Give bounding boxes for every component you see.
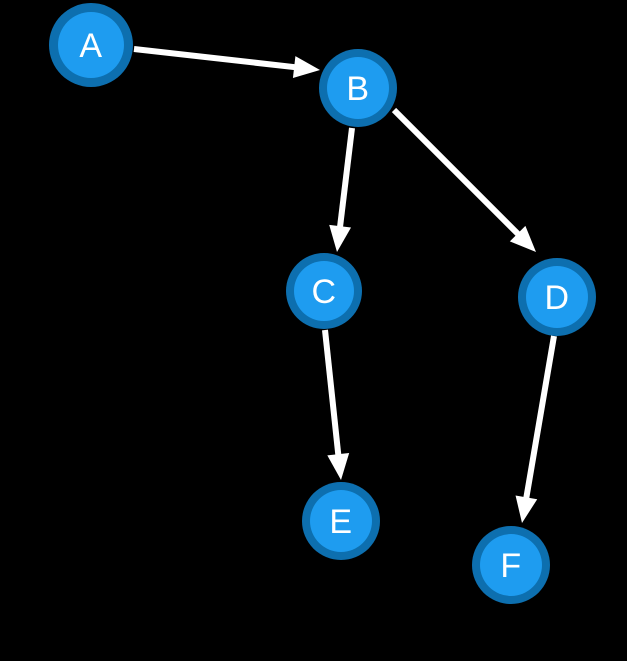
node-label: D	[544, 279, 569, 317]
graph-node-d[interactable]: D	[518, 258, 596, 336]
graph-edge-c-e[interactable]	[322, 329, 350, 480]
arrow-head-icon	[515, 495, 538, 523]
edge-line	[391, 107, 522, 238]
node-label: E	[329, 503, 352, 541]
edge-line	[322, 329, 342, 457]
node-fill	[526, 266, 588, 328]
edge-line	[336, 127, 355, 229]
graph-node-f[interactable]: F	[472, 526, 550, 604]
graph-node-a[interactable]: A	[49, 3, 133, 87]
node-fill	[327, 57, 389, 119]
node-fill	[294, 261, 354, 321]
edge-line	[523, 335, 557, 500]
node-fill	[480, 534, 542, 596]
graph-edge-a-b[interactable]	[133, 46, 320, 79]
nodes-layer: A B C D E F	[49, 3, 596, 604]
edges-layer	[133, 46, 557, 523]
graph-node-e[interactable]: E	[302, 482, 380, 560]
graph-edge-b-c[interactable]	[329, 127, 355, 252]
arrow-head-icon	[329, 224, 352, 252]
graph-edge-b-d[interactable]	[391, 107, 536, 252]
node-fill	[310, 490, 372, 552]
edge-line	[133, 46, 297, 71]
node-fill	[58, 12, 124, 78]
graph-node-c[interactable]: C	[286, 253, 362, 329]
arrow-head-icon	[509, 225, 536, 252]
node-label: A	[79, 27, 102, 65]
graph-node-b[interactable]: B	[319, 49, 397, 127]
node-label: B	[346, 70, 369, 108]
node-label: F	[500, 547, 521, 585]
arrow-head-icon	[327, 452, 350, 480]
node-label: C	[311, 273, 336, 311]
graph-edge-d-f[interactable]	[515, 335, 557, 523]
arrow-head-icon	[292, 56, 320, 79]
